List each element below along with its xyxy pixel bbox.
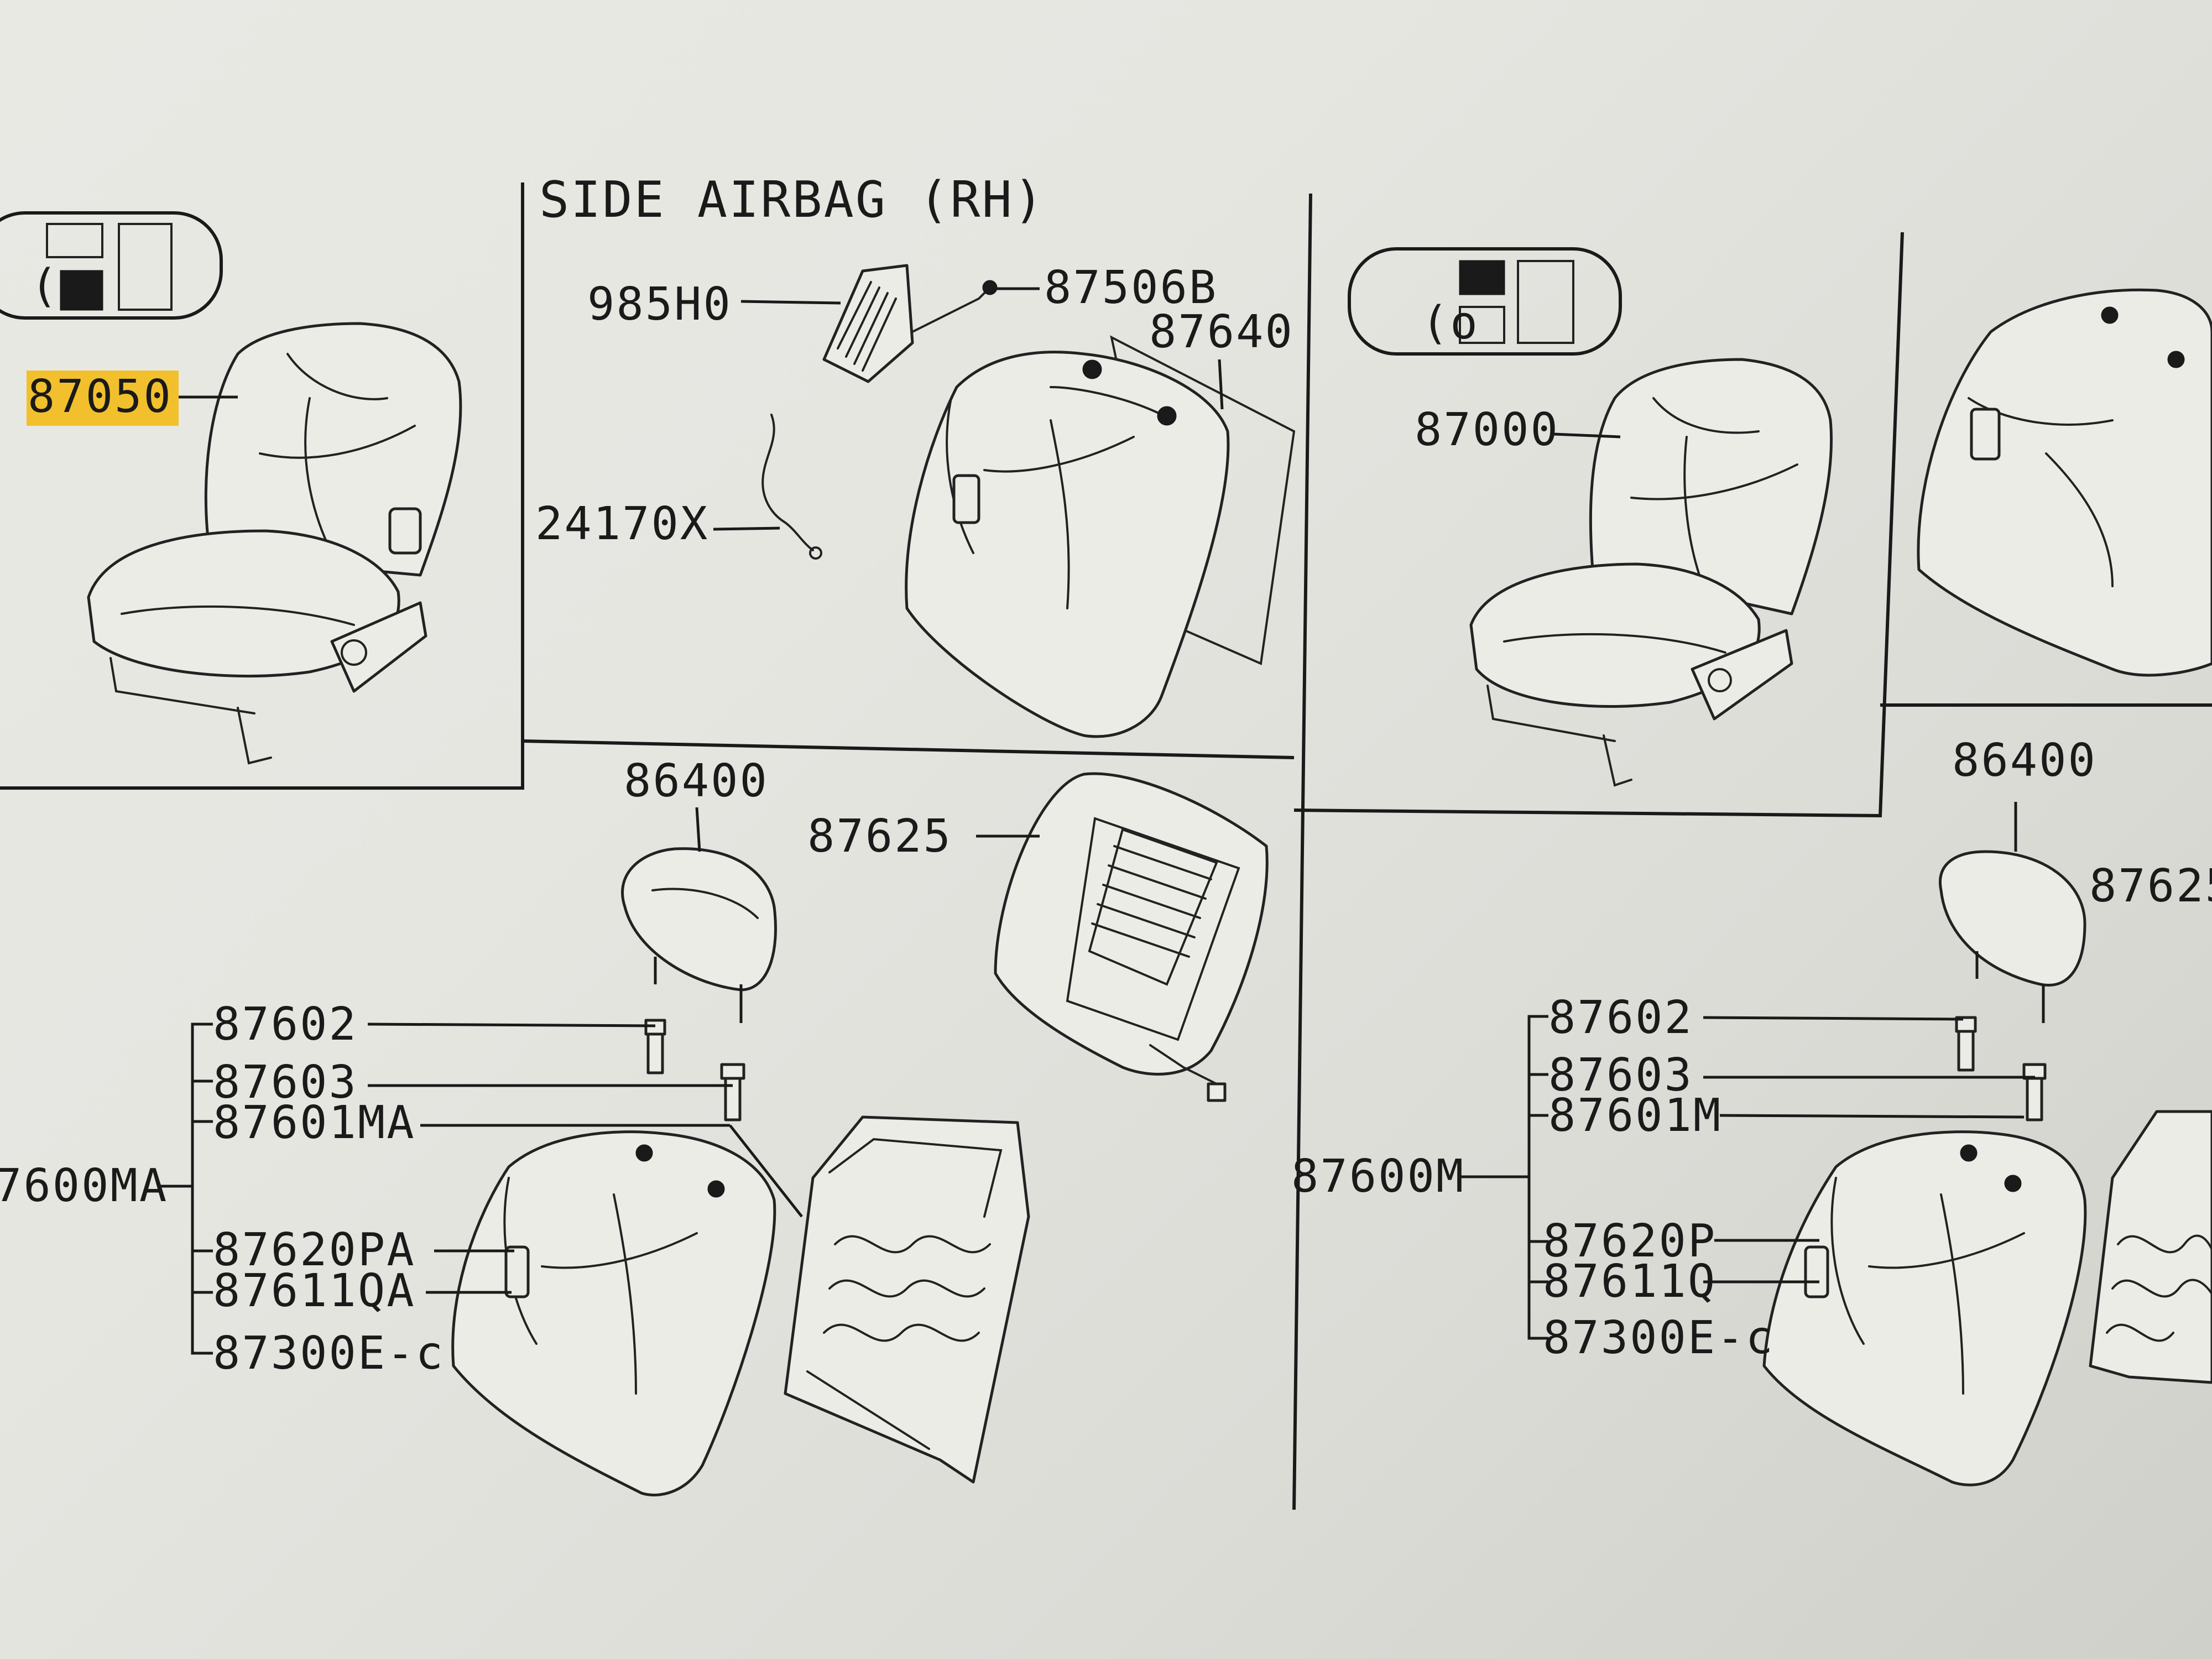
part-label-87300E-left[interactable]: 87300E-c <box>213 1327 445 1380</box>
part-label-87603-right[interactable]: 87603 <box>1548 1049 1693 1102</box>
svg-text:(o: (o <box>1421 297 1479 349</box>
part-label-87601M[interactable]: 87601M <box>1548 1089 1722 1142</box>
section-title: SIDE AIRBAG (RH) <box>539 171 1045 229</box>
part-label-87000[interactable]: 87000 <box>1415 404 1559 456</box>
part-number-highlight <box>27 371 179 426</box>
seat-assembly-illustration-partial <box>1917 288 2212 677</box>
part-label-87620P[interactable]: 87620P <box>1543 1215 1717 1267</box>
headrest-illustration-right <box>1939 850 2086 1023</box>
part-label-87601MA[interactable]: 87601MA <box>213 1097 416 1149</box>
part-label-87602-right[interactable]: 87602 <box>1548 992 1693 1044</box>
seatback-illustration-left <box>451 1130 776 1496</box>
part-label-87625-left[interactable]: 87625 <box>807 810 952 863</box>
svg-text:(: ( <box>30 260 59 312</box>
part-label-86400-right[interactable]: 86400 <box>1952 734 2097 787</box>
seat-position-icon-right: (o <box>1348 247 1622 356</box>
part-label-985H0[interactable]: 985H0 <box>587 278 732 331</box>
hardware-pins-left <box>644 1019 745 1121</box>
part-label-87300E-right[interactable]: 87300E-c <box>1543 1312 1775 1364</box>
part-label-24170X[interactable]: 24170X <box>535 498 709 550</box>
part-label-87506B[interactable]: 87506B <box>1044 262 1218 314</box>
part-label-87620PA[interactable]: 87620PA <box>213 1224 416 1276</box>
part-label-87611Q[interactable]: 87611Q <box>1543 1255 1717 1308</box>
seatback-cover-illustration-87640 <box>905 335 1296 738</box>
part-label-87603-left[interactable]: 87603 <box>213 1056 358 1109</box>
seat-assembly-illustration-87000 <box>1469 358 1833 787</box>
part-label-87611QA[interactable]: 87611QA <box>213 1265 416 1317</box>
seatback-illustration-right <box>1762 1130 2087 1486</box>
seat-frame-illustration-right-partial <box>2089 1110 2212 1384</box>
leader-lines <box>160 287 2035 1355</box>
part-label-87602-left[interactable]: 87602 <box>213 998 358 1051</box>
seat-assembly-illustration-87050 <box>87 322 462 765</box>
part-label-87625-right[interactable]: 87625 <box>2089 860 2212 912</box>
seat-position-icon-left: ( <box>0 211 223 320</box>
seat-frame-illustration-left <box>784 1115 1030 1484</box>
part-label-87640[interactable]: 87640 <box>1149 306 1294 358</box>
headrest-illustration-left <box>621 847 777 1023</box>
part-label-87600MA[interactable]: 7600MA <box>0 1160 168 1212</box>
part-label-86400-left[interactable]: 86400 <box>624 755 769 807</box>
back-board-illustration-87625 <box>994 772 1269 1102</box>
part-label-87600M[interactable]: 87600M <box>1291 1150 1465 1203</box>
side-airbag-module-illustration <box>822 264 998 383</box>
hardware-pins-right <box>1955 1016 2047 1121</box>
airbag-harness-illustration <box>761 414 822 560</box>
panel-borders <box>0 182 2212 1510</box>
part-label-87050[interactable]: 87050 <box>28 371 173 423</box>
labels: SIDE AIRBAG (RH) 87050 985H0 87506B 8764… <box>0 171 2212 1380</box>
